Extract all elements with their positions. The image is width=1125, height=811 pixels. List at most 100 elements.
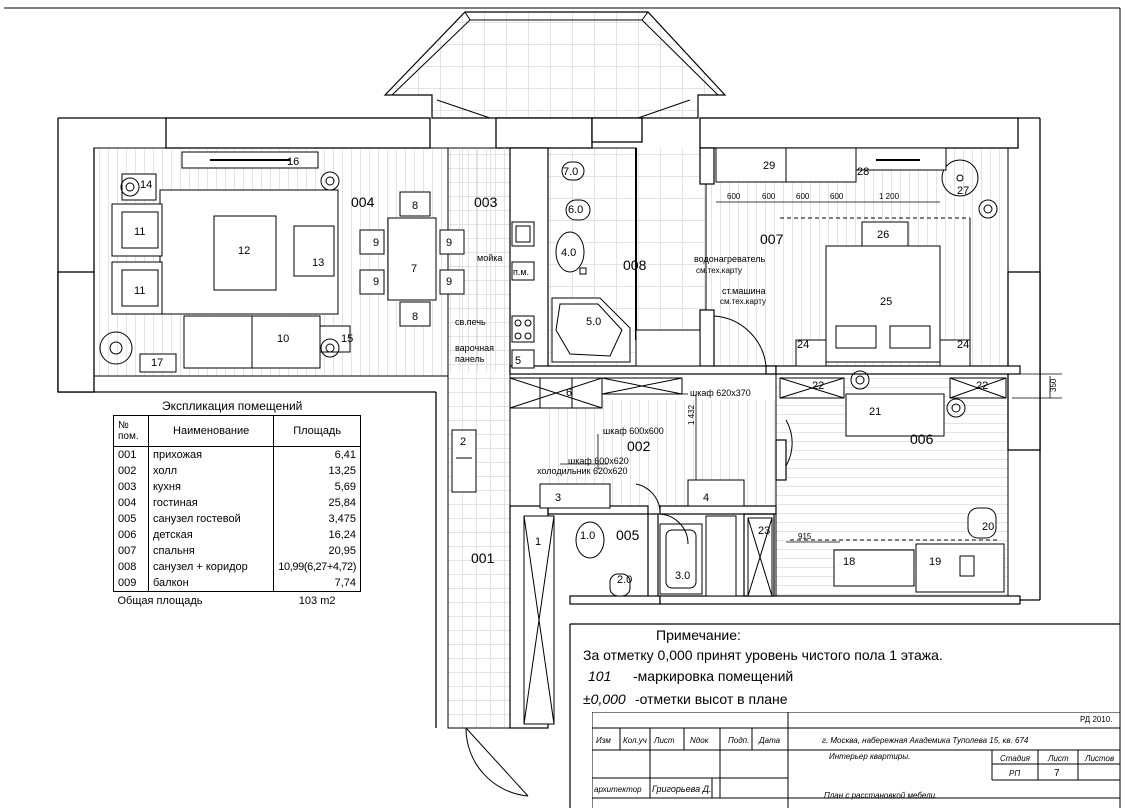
dim-1432: 1 432 bbox=[687, 404, 696, 425]
row-num: 005 bbox=[113, 511, 149, 527]
item-8a: 8 bbox=[412, 200, 419, 212]
item-18: 18 bbox=[843, 556, 856, 568]
item-16: 16 bbox=[287, 156, 300, 168]
stamp-stage-value: РП bbox=[1009, 769, 1021, 778]
room-label-006: 006 bbox=[910, 431, 934, 447]
door-swings bbox=[465, 315, 793, 797]
header-area: Площадь bbox=[273, 415, 361, 447]
item-1: 1 bbox=[535, 536, 542, 548]
row-num: 001 bbox=[113, 446, 149, 463]
stamp-sheet-value: 7 bbox=[1054, 768, 1060, 779]
dim-600-a: 600 bbox=[727, 192, 741, 201]
stamp-project: Интерьер квартиры. bbox=[829, 752, 911, 761]
row-area: 5,69 bbox=[273, 479, 361, 495]
row-num: 008 bbox=[113, 559, 149, 575]
header-name: Наименование bbox=[147, 415, 275, 447]
row-name: санузел гостевой bbox=[147, 511, 275, 527]
dim-600-b: 600 bbox=[762, 192, 776, 201]
room-label-003: 003 bbox=[474, 194, 498, 210]
label-wardrobe-600-620: шкаф 600х620 bbox=[568, 456, 629, 466]
item-3: 3 bbox=[555, 492, 562, 504]
item-9b: 9 bbox=[373, 276, 380, 288]
label-fridge: холодильник 620х620 bbox=[537, 466, 628, 476]
item-11b: 11 bbox=[134, 285, 146, 297]
row-name: гостиная bbox=[147, 495, 275, 511]
room-label-007: 007 bbox=[760, 231, 784, 247]
item-17: 17 bbox=[151, 357, 164, 369]
item-13: 13 bbox=[312, 257, 325, 269]
title-block: РД 2010. г. Москва, набережная Академика… bbox=[592, 712, 1122, 808]
label-wardrobe-600-600: шкаф 600х600 bbox=[603, 426, 664, 436]
guest-bathroom-fixtures bbox=[575, 515, 737, 597]
room-label-004: 004 bbox=[351, 194, 375, 210]
row-num: 002 bbox=[113, 463, 149, 479]
fixture-7-0: 7.0 bbox=[563, 166, 579, 178]
item-12: 12 bbox=[238, 245, 251, 257]
stamp-role: архитектор bbox=[594, 785, 642, 794]
label-dishwasher: п.м. bbox=[513, 267, 530, 277]
label-sink: мойка bbox=[477, 253, 503, 263]
stamp-col-kol: Кол.уч bbox=[623, 736, 647, 745]
stamp-col-list: Лист bbox=[654, 736, 675, 745]
row-name: балкон bbox=[147, 575, 275, 592]
row-num: 003 bbox=[113, 479, 149, 495]
bedroom-furniture bbox=[715, 147, 971, 367]
label-cooktop: варочная панель bbox=[455, 343, 495, 364]
item-8b: 8 bbox=[412, 311, 419, 323]
kitchen-fixtures bbox=[511, 221, 535, 369]
stamp-col-izm: Изм bbox=[596, 736, 611, 745]
room-label-005: 005 bbox=[616, 527, 640, 543]
explication-title: Экспликация помещений bbox=[162, 399, 303, 413]
item-22a: 22 bbox=[812, 380, 825, 392]
row-area: 20,95 bbox=[273, 543, 361, 559]
label-wardrobe-620-370: шкаф 620х370 bbox=[690, 388, 751, 398]
item-21: 21 bbox=[869, 406, 882, 418]
item-9d: 9 bbox=[446, 276, 453, 288]
label-heater: водонагреватель bbox=[694, 254, 766, 264]
note-line1: За отметку 0,000 принят уровень чистого … bbox=[583, 647, 943, 663]
item-19: 19 bbox=[929, 556, 942, 568]
item-9c: 9 bbox=[446, 237, 453, 249]
item-28: 28 bbox=[857, 166, 870, 178]
stamp-col-ndok: Nдок bbox=[690, 736, 709, 745]
item-26: 26 bbox=[877, 229, 890, 241]
note-title: Примечание: bbox=[656, 627, 741, 643]
row-name: спальня bbox=[147, 543, 275, 559]
fixture-2-0: 2.0 bbox=[617, 574, 633, 586]
item-5: 5 bbox=[515, 355, 522, 367]
item-2: 2 bbox=[460, 436, 467, 448]
item-7: 7 bbox=[411, 263, 418, 275]
item-14: 14 bbox=[140, 179, 153, 191]
row-num: 009 bbox=[113, 575, 149, 592]
item-25: 25 bbox=[880, 296, 893, 308]
fixture-3-0: 3.0 bbox=[675, 570, 691, 582]
fixture-4-0: 4.0 bbox=[561, 247, 577, 259]
stamp-address: г. Москва, набережная Академика Туполева… bbox=[822, 736, 1029, 745]
dim-1200: 1 200 bbox=[879, 192, 900, 201]
label-washer-ref: см.тех.карту bbox=[720, 297, 766, 306]
item-27: 27 bbox=[957, 185, 970, 197]
note-level-text: -отметки высот в плане bbox=[635, 691, 788, 707]
row-area: 25,84 bbox=[273, 495, 361, 511]
room-label-002: 002 bbox=[627, 438, 651, 454]
note-frame bbox=[569, 623, 1120, 808]
row-area: 16,24 bbox=[273, 527, 361, 543]
stamp-col-data: Дата bbox=[759, 736, 781, 745]
item-6: 6 bbox=[566, 387, 573, 399]
row-area: 7,74 bbox=[273, 575, 361, 592]
stamp-sheet-label: Лист bbox=[1048, 754, 1069, 763]
row-area: 10,99(6,27+4,72) bbox=[273, 559, 361, 575]
balcony bbox=[383, 11, 727, 119]
row-area: 6,41 bbox=[273, 446, 361, 463]
dim-350: 350 bbox=[1049, 378, 1058, 392]
row-name: прихожая bbox=[147, 446, 275, 463]
note-marker-example: 101 bbox=[588, 668, 612, 684]
explication-table: № пом. Наименование Площадь 001 прихожая… bbox=[113, 415, 361, 608]
item-10: 10 bbox=[277, 333, 290, 345]
note-marker-text: -маркировка помещений bbox=[633, 668, 794, 684]
label-oven: св.печь bbox=[455, 317, 486, 327]
row-area: 13,25 bbox=[273, 463, 361, 479]
item-22b: 22 bbox=[976, 380, 989, 392]
item-24a: 24 bbox=[797, 339, 810, 351]
